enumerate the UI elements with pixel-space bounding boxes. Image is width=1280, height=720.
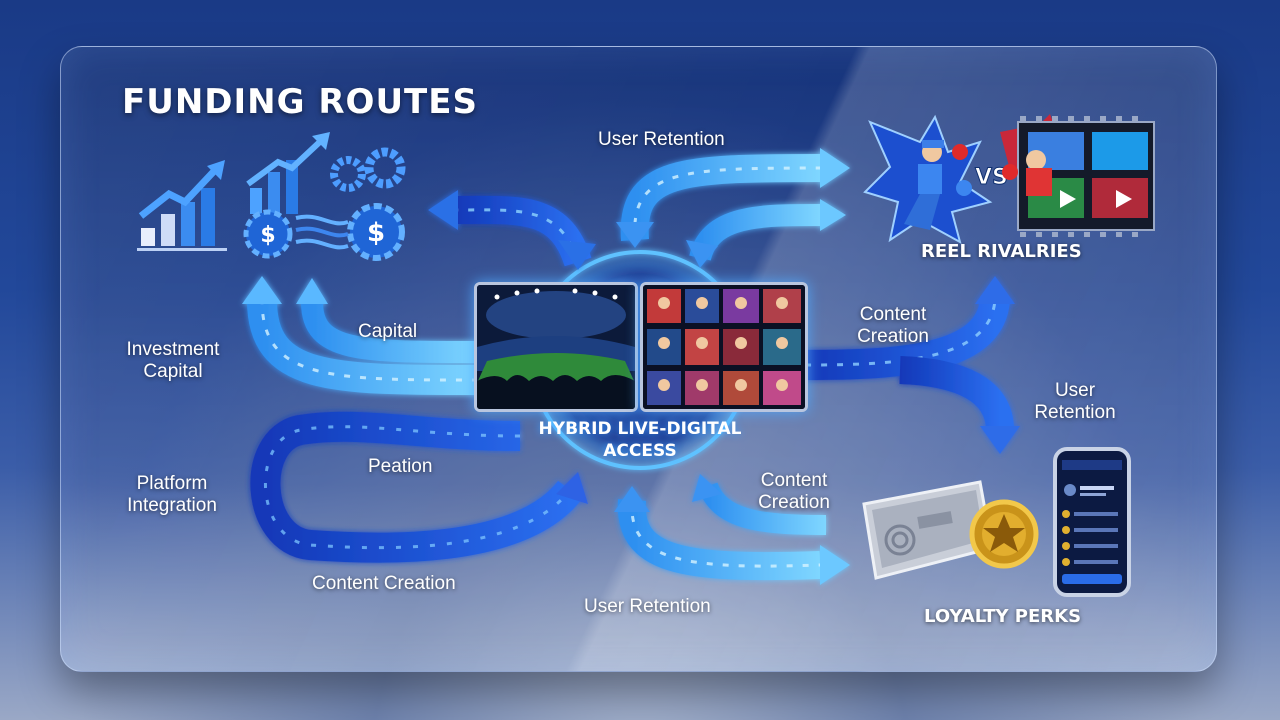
loyalty-card-icon	[862, 480, 994, 580]
flow-platform-loop	[250, 411, 588, 563]
label-user-retention-right-line1: User	[1054, 380, 1096, 401]
label-content-creation-lower-line2: Creation	[758, 492, 830, 513]
label-user-retention-bottom: User Retention	[584, 596, 711, 617]
label-content-creation-right-line1: Content	[859, 304, 927, 325]
label-loyalty-perks: LOYALTY PERKS	[924, 606, 1082, 627]
flow-left-capital	[242, 276, 479, 395]
flow-top-right	[616, 148, 850, 268]
video-grid-image	[643, 285, 805, 409]
stadium-image	[477, 285, 635, 409]
video-grid-screen	[640, 282, 808, 412]
label-platform-integration-line1: Platform	[136, 473, 208, 494]
stadium-screen	[474, 282, 638, 412]
label-content-creation-bottom: Content Creation	[312, 573, 456, 594]
label-capital: Capital	[358, 321, 418, 342]
label-content-creation-lower: Content Creation	[752, 470, 836, 514]
label-investment-capital-line2: Capital	[143, 361, 203, 382]
label-investment-capital: Investment Capital	[117, 339, 229, 383]
hub-label: HYBRID LIVE-DIGITAL ACCESS	[520, 418, 760, 462]
svg-text:$: $	[260, 223, 275, 248]
gears-dollar-icon: $ $	[243, 132, 406, 261]
hub-label-line1: HYBRID LIVE-DIGITAL	[538, 419, 742, 439]
label-user-retention-top: User Retention	[598, 129, 725, 150]
page-title: FUNDING ROUTES	[122, 82, 478, 122]
label-platform-integration: Platform Integration	[115, 473, 229, 517]
label-user-retention-right: User Retention	[1026, 380, 1124, 424]
label-content-creation-right-line2: Creation	[857, 326, 929, 347]
label-investment-capital-line1: Investment	[126, 339, 220, 360]
label-platform-integration-line2: Integration	[127, 495, 217, 516]
label-peation: Peation	[368, 456, 433, 477]
hub-label-line2: ACCESS	[603, 441, 677, 461]
star-coin-icon	[969, 499, 1039, 569]
label-user-retention-right-line2: Retention	[1034, 402, 1116, 423]
smartphone-app-icon	[1053, 447, 1131, 597]
bar-chart-arrow-icon	[137, 160, 227, 251]
svg-text:$: $	[367, 218, 385, 248]
boxers-vs-icon: VS	[863, 114, 1155, 244]
label-content-creation-lower-line1: Content	[760, 470, 828, 491]
label-content-creation-right: Content Creation	[852, 304, 934, 348]
label-reel-rivalries: REEL RIVALRIES	[921, 241, 1082, 262]
flow-top-left	[428, 190, 596, 270]
flow-bottom-center	[614, 474, 850, 585]
flow-right	[804, 276, 1020, 454]
